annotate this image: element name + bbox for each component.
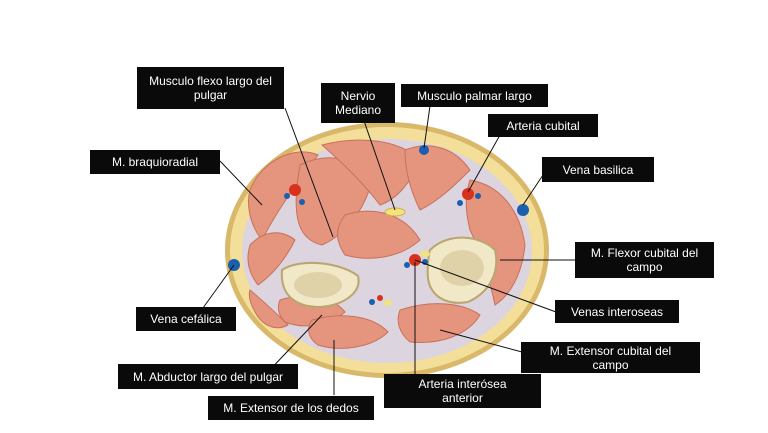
palmar-largo-muscle <box>404 145 471 211</box>
radial-flexor-muscle <box>247 232 296 286</box>
label-extensor-cubital: M. Extensor cubital del campo <box>521 342 700 373</box>
label-vena-cefalica: Vena cefálica <box>136 307 236 331</box>
label-extensor-dedos: M. Extensor de los dedos <box>208 396 374 420</box>
label-braquioradial: M. braquioradial <box>90 150 220 174</box>
interosea-nerve <box>420 251 430 257</box>
radius-bone <box>280 261 360 309</box>
ulna-bone <box>426 236 498 304</box>
cubital-vein <box>457 200 463 206</box>
palmar-vein <box>419 145 429 155</box>
label-venas-interoseas: Venas interoseas <box>555 300 679 323</box>
flexor-cubital-muscle <box>465 179 526 306</box>
muscle-group <box>247 139 526 349</box>
posterior-interosea-vein <box>369 299 375 305</box>
posterior-interosea-artery <box>377 295 383 301</box>
extensor-cubital-muscle <box>397 303 481 344</box>
extensor-dedos-muscle <box>308 315 389 349</box>
leader-lines <box>194 105 575 395</box>
radial-artery <box>289 184 301 196</box>
cubital-vein-2 <box>475 193 481 199</box>
posterior-interosea-nerve <box>384 300 392 306</box>
label-flexor-largo-pulgar: Musculo flexo largo del pulgar <box>137 67 284 109</box>
cubital-artery <box>462 188 474 200</box>
median-nerve <box>384 207 406 217</box>
label-flexor-cubital: M. Flexor cubital del campo <box>575 242 714 278</box>
label-vena-basilica: Vena basilica <box>542 157 654 182</box>
extensor-radial-muscle <box>248 289 289 329</box>
interosea-vein-2 <box>404 262 410 268</box>
label-abductor-largo: M. Abductor largo del pulgar <box>118 364 298 389</box>
label-arteria-interosea: Arteria interósea anterior <box>384 374 541 408</box>
label-nervio-mediano: Nervio Mediano <box>321 83 395 123</box>
basilica-vein <box>517 204 529 216</box>
label-arteria-cubital: Arteria cubital <box>488 114 598 137</box>
radial-vein <box>284 193 290 199</box>
label-palmar-largo: Musculo palmar largo <box>401 84 548 107</box>
radial-vein-2 <box>299 199 305 205</box>
